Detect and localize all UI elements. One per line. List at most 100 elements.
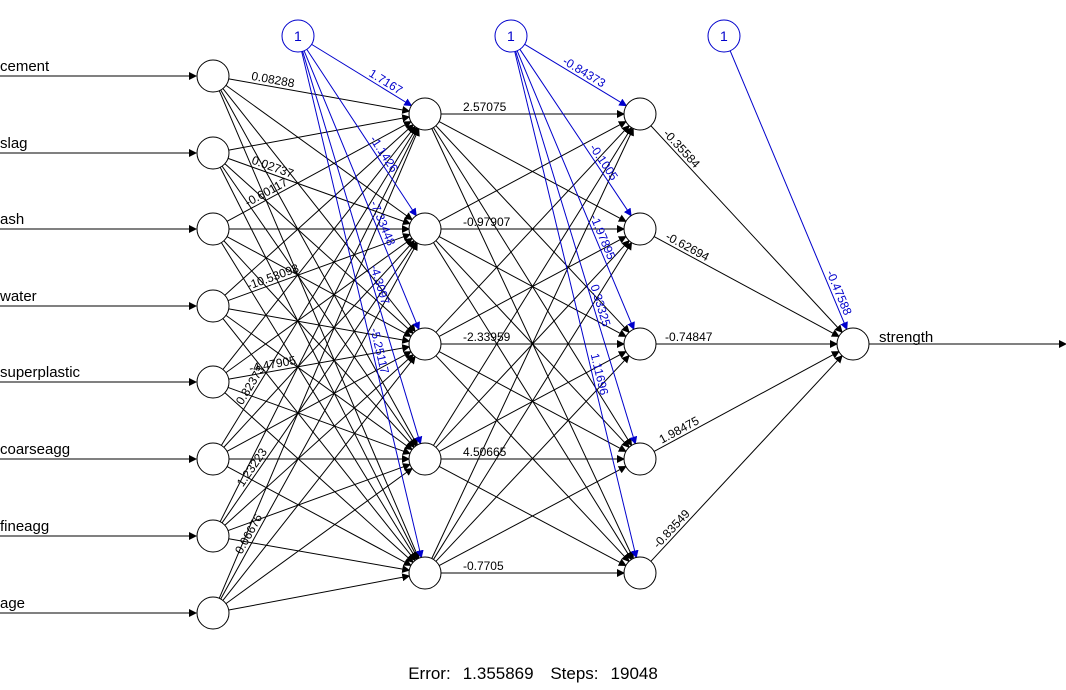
bias-edge-h2 <box>516 50 635 331</box>
edge-input-h1 <box>224 354 414 526</box>
bias-edge-h1 <box>302 51 423 445</box>
edge-h2-out <box>650 354 843 562</box>
edge-h1-h2 <box>438 121 627 222</box>
output-node <box>836 327 870 361</box>
bias-edge-h2 <box>514 51 639 559</box>
edge-h2-out <box>653 351 840 452</box>
bias-edge-h2 <box>524 43 628 107</box>
input-node <box>196 212 230 246</box>
weight-label: -0.74847 <box>665 330 713 344</box>
bias-node <box>281 19 315 53</box>
weight-label: -0.60117 <box>242 175 290 210</box>
hidden2-node <box>623 97 657 131</box>
edge-input-h1 <box>223 240 415 448</box>
input-label: fineagg <box>0 518 49 535</box>
edge-input-h1 <box>226 351 412 452</box>
hidden1-node <box>408 327 442 361</box>
edge-input-h1 <box>227 157 411 226</box>
edge-h2-out <box>653 236 840 337</box>
error-value: 1.355869 <box>462 664 534 683</box>
edge-h2-out <box>650 125 843 333</box>
hidden1-node <box>408 442 442 476</box>
edge-input-h1 <box>221 241 417 524</box>
input-node <box>196 289 230 323</box>
nodes-layer <box>196 19 870 630</box>
edge-input-h1 <box>220 242 418 600</box>
edge-input-h1 <box>225 467 413 605</box>
bias-edge-out <box>729 50 848 331</box>
hidden2-node <box>623 327 657 361</box>
training-summary: Error: 1.355869 Steps: 19048 <box>0 664 1066 684</box>
weight-label: 0.06676 <box>232 511 265 556</box>
edge-input-h1 <box>225 237 413 374</box>
bias-node-label: 1 <box>294 28 302 44</box>
bias-edge-h1 <box>311 43 413 107</box>
edge-input-h1 <box>224 392 414 563</box>
edge-input-h1 <box>226 466 412 566</box>
weight-label: 0.02737 <box>250 153 296 181</box>
edge-input-h1 <box>224 124 414 296</box>
bias-edge-h2 <box>515 51 638 445</box>
edge-h1-h2 <box>431 127 634 559</box>
input-label: age <box>0 595 25 612</box>
bias-edge-h2 <box>519 49 632 217</box>
input-label: cement <box>0 58 50 75</box>
edge-input-h1 <box>228 538 411 573</box>
edge-input-h1 <box>228 114 411 151</box>
weight-label: -0.97907 <box>463 215 511 229</box>
edge-h1-h2 <box>438 466 627 566</box>
input-node <box>196 596 230 630</box>
hidden1-node <box>408 97 442 131</box>
weight-label: -10.53098 <box>245 261 301 293</box>
bias-weight-label: 1.11696 <box>588 352 612 397</box>
weight-label: -2.33959 <box>463 330 511 344</box>
edge-input-h1 <box>218 127 420 599</box>
bias-edge-h1 <box>306 49 417 217</box>
input-node <box>196 365 230 399</box>
edge-h1-h2 <box>435 124 630 333</box>
bias-node-label: 1 <box>720 28 728 44</box>
input-label: ash <box>0 211 24 228</box>
bias-weight-label: -1.1426 <box>367 133 401 175</box>
bias-node-label: 1 <box>507 28 515 44</box>
error-label: Error: <box>408 664 451 683</box>
hidden2-node <box>623 556 657 590</box>
edge-input-h1 <box>227 233 411 302</box>
edge-h1-h2 <box>435 354 630 562</box>
hidden1-node <box>408 556 442 590</box>
bias-weight-label: -0.1005 <box>587 141 621 183</box>
weight-label: 1.23223 <box>234 445 270 489</box>
input-node <box>196 519 230 553</box>
bias-weight-label: -4.3097 <box>367 263 392 306</box>
bias-node <box>707 19 741 53</box>
edge-input-h1 <box>222 125 416 370</box>
edge-input-h1 <box>219 127 419 522</box>
edge-input-h1 <box>228 573 411 611</box>
bias-weight-label: -0.84373 <box>560 54 608 91</box>
output-label: strength <box>879 329 933 346</box>
weight-label: -0.83549 <box>650 507 693 551</box>
edge-input-h1 <box>225 84 413 221</box>
edge-input-h1 <box>220 126 418 446</box>
edge-h1-h2 <box>433 126 633 446</box>
edge-input-h1 <box>226 121 412 222</box>
steps-value: 19048 <box>610 664 658 683</box>
input-node <box>196 442 230 476</box>
labels-layer: cementslagashwatersuperplasticcoarseaggf… <box>0 28 933 612</box>
input-label: slag <box>0 135 28 152</box>
edges-layer <box>0 43 1066 617</box>
weight-label: 4.50665 <box>463 445 507 459</box>
bias-edge-h1 <box>301 51 424 559</box>
input-label: superplastic <box>0 364 81 381</box>
weight-label: -0.7705 <box>463 559 504 573</box>
edge-h1-h2 <box>433 241 633 560</box>
steps-label: Steps: <box>550 664 599 683</box>
input-node <box>196 59 230 93</box>
input-label: coarseagg <box>0 441 70 458</box>
bias-node <box>494 19 528 53</box>
edge-input-h1 <box>227 463 411 532</box>
weight-label: -0.35584 <box>660 127 703 172</box>
bias-edge-h1 <box>303 50 420 331</box>
input-node <box>196 136 230 170</box>
